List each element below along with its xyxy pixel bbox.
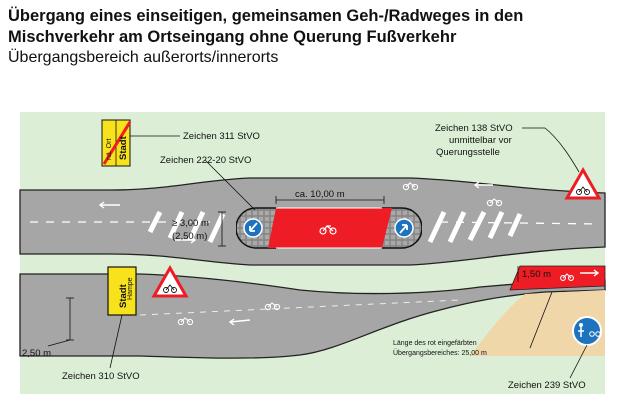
bike-symbol-path-1: [177, 317, 194, 326]
sign-310: Stadt Hampe: [107, 266, 137, 316]
exit-sign-text-1: Stadt: [118, 135, 129, 160]
sign-239: [572, 316, 602, 346]
label-island-width: ca. 10,00 m: [295, 189, 345, 200]
sign-138-left: [151, 264, 189, 298]
island-red-left-edge: [268, 208, 278, 248]
label-sign-310: Zeichen 310 StVO: [62, 371, 140, 382]
label-lane-width-1: ≥ 3,00 m: [172, 218, 209, 229]
bike-symbol-road-2: [486, 198, 503, 207]
label-sign-138-3: Querungsstelle: [436, 147, 500, 158]
subtitle: Übergangsbereich außerorts/innerorts: [8, 49, 279, 66]
red-transition: [509, 265, 606, 291]
town-sign-text: Stadt: [118, 283, 129, 308]
direction-arrows: [98, 181, 600, 326]
dimension-island: [275, 196, 385, 204]
island-red-right-edge: [382, 208, 392, 248]
label-lane-width-2: (2,50 m): [172, 231, 207, 242]
leader-222: [204, 159, 256, 211]
bike-symbol-path-2: [264, 302, 281, 311]
center-dash-right: [439, 221, 601, 225]
sand-area: [470, 290, 605, 356]
town-sign-sub: Hampe: [127, 277, 134, 300]
label-red-length: 1,50 m: [522, 269, 551, 280]
label-sign-138-2: unmittelbar vor: [449, 135, 512, 146]
title-line-2: Mischverkehr am Ortseingang ohne Querung…: [8, 28, 457, 46]
label-sign-138-1: Zeichen 138 StVO: [435, 123, 513, 134]
label-transition-1: Länge des rot eingefärbten: [393, 340, 477, 347]
leader-310: [109, 314, 123, 369]
hatch-right: [427, 210, 523, 244]
keep-right-sign-right: [394, 218, 414, 238]
exit-sign-text-2: nä. Ort: [106, 139, 113, 160]
label-path-width: 2,50 m: [22, 348, 51, 359]
title-line-1: Übergang eines einseitigen, gemeinsamen …: [8, 7, 524, 25]
leader-138: [522, 127, 580, 173]
dimension-lane: [218, 211, 226, 247]
bike-symbol-road-1: [402, 182, 419, 191]
label-sign-222: Zeichen 222-20 StVO: [160, 155, 251, 166]
leader-239: [569, 344, 588, 379]
keep-right-sign-left: [243, 218, 263, 238]
label-sign-311: Zeichen 311 StVO: [183, 131, 260, 142]
sign-311: nä. Ort Stadt: [101, 119, 132, 167]
dimension-path: [47, 297, 74, 347]
leader-transition: [529, 291, 553, 349]
label-transition-2: Übergangsbereiches: 25,00 m: [393, 349, 487, 357]
sign-138-top: [564, 166, 602, 200]
label-sign-239: Zeichen 239 StVO: [508, 380, 586, 391]
path-dash: [139, 299, 461, 316]
hatch-left: [147, 210, 226, 244]
bike-symbol-island: [319, 225, 337, 235]
bike-symbol-red-strip: [560, 273, 574, 281]
